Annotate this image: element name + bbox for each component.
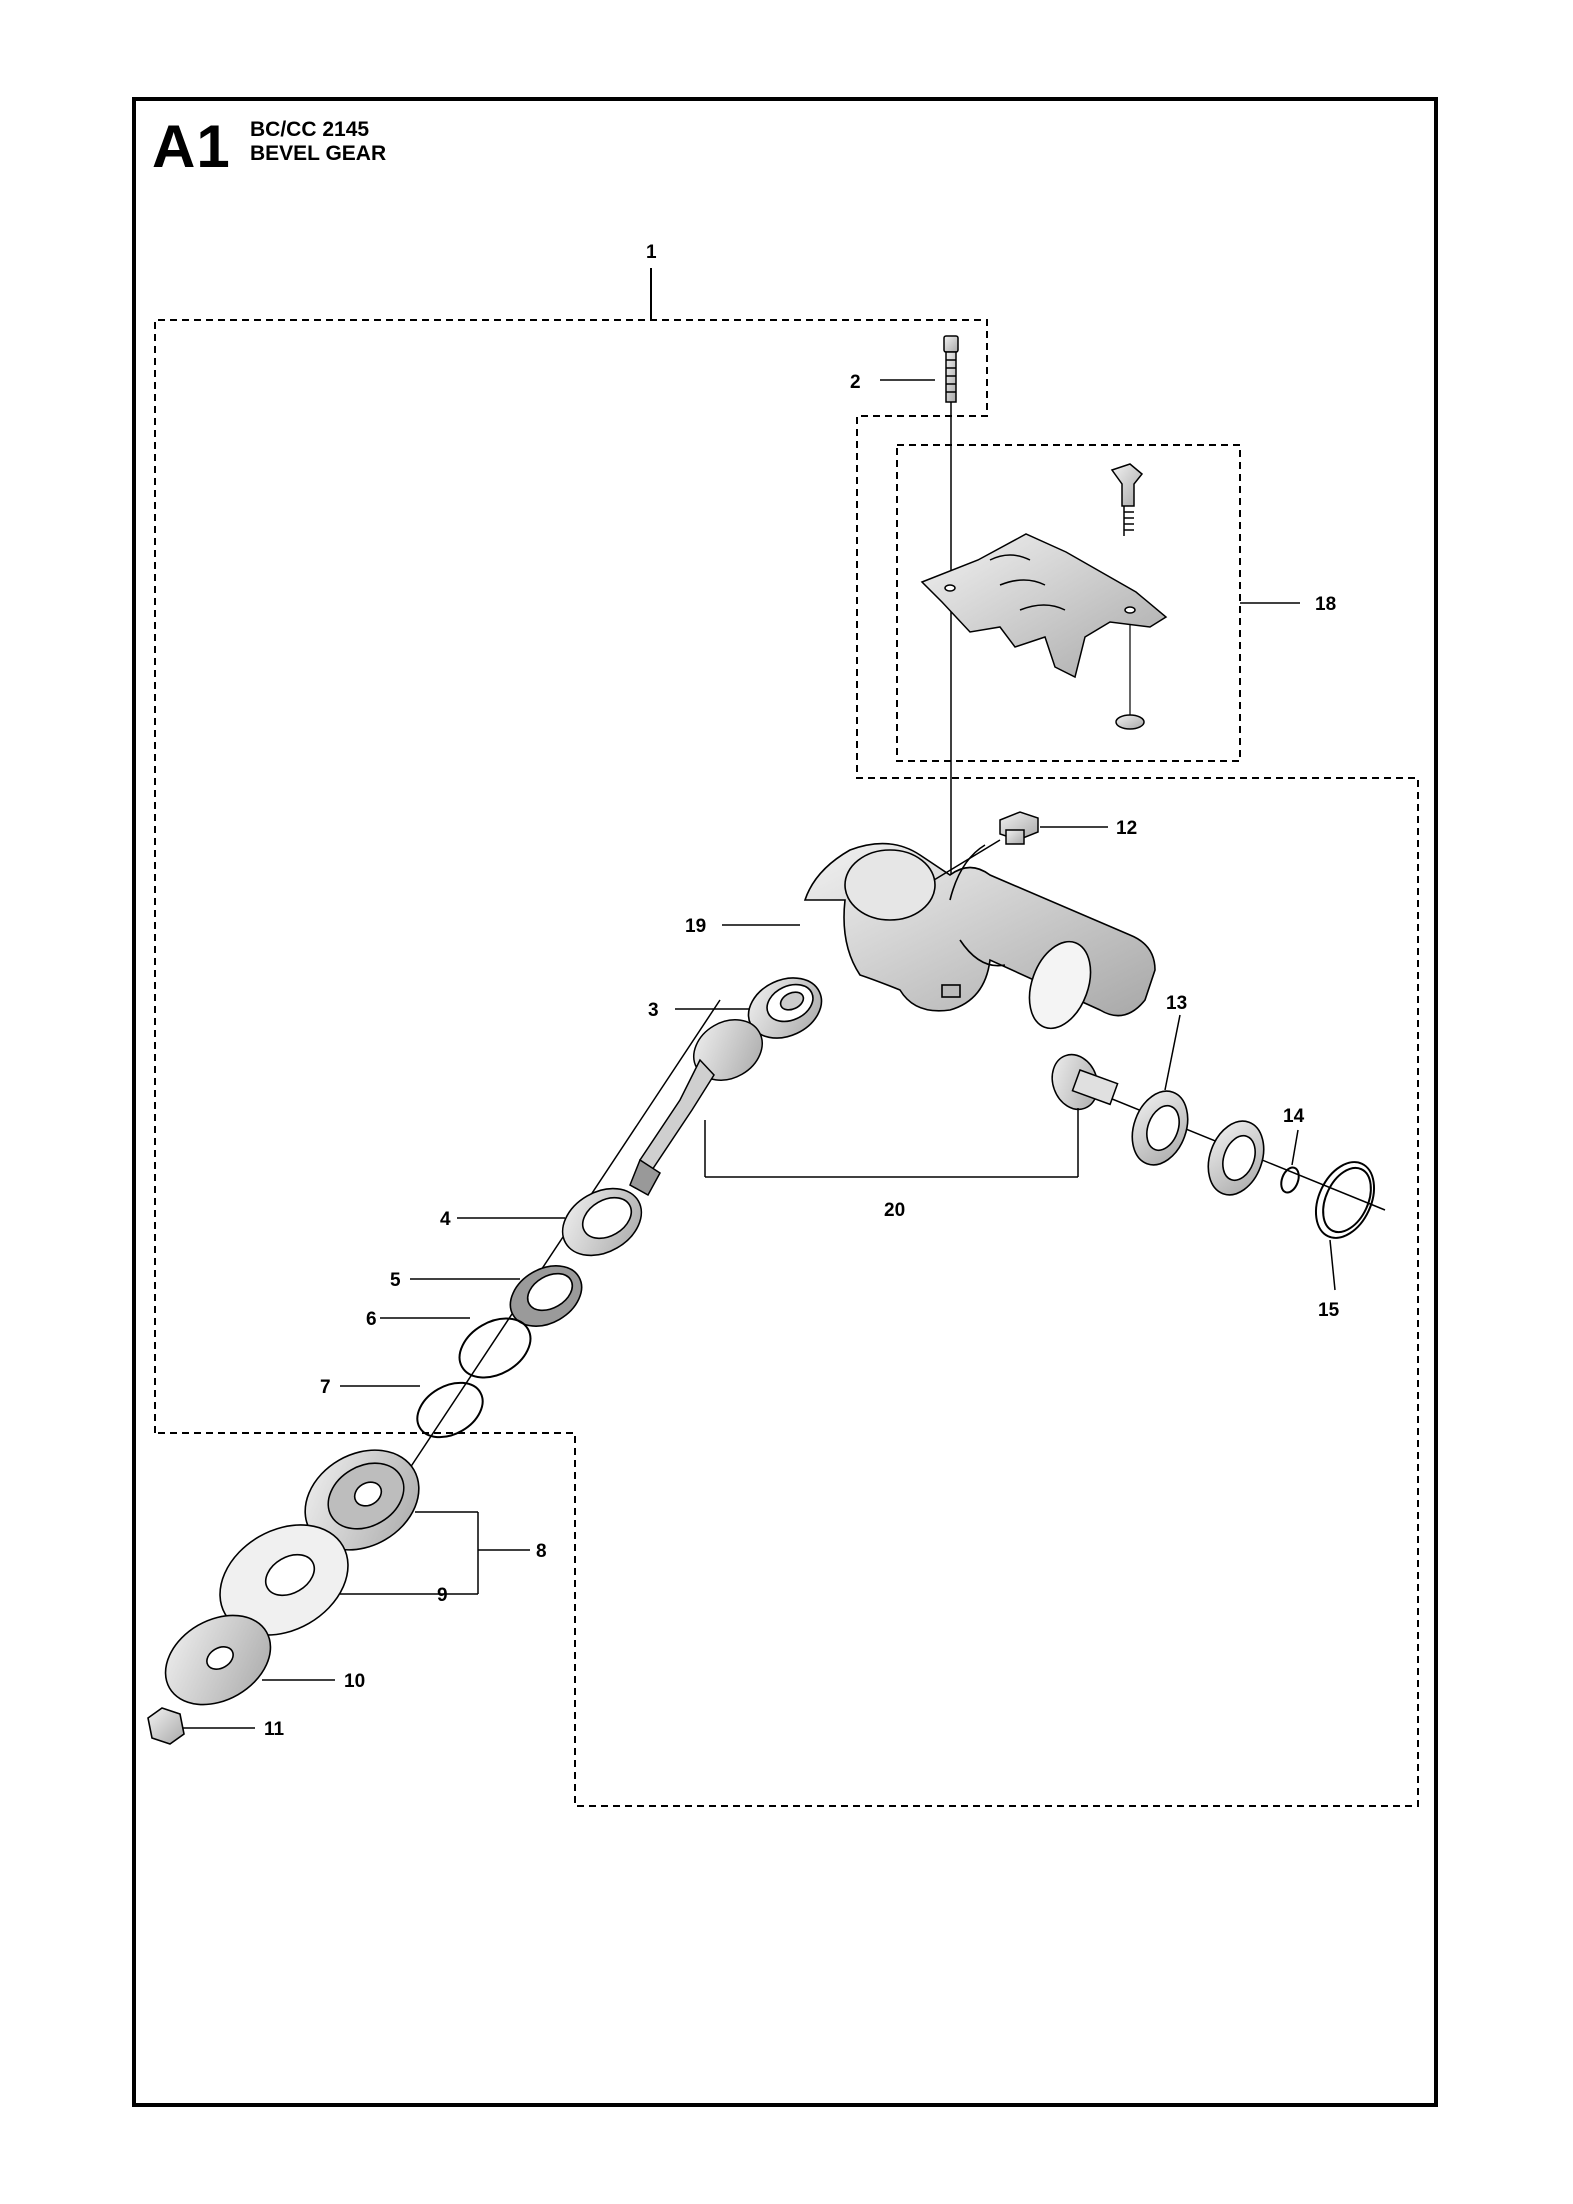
- callout-11: 11: [264, 1719, 285, 1740]
- ring-part-14: [1280, 1166, 1300, 1194]
- gear-part-20: [629, 1019, 1119, 1197]
- callout-4: 4: [440, 1209, 451, 1230]
- washer-part-6: [458, 1317, 532, 1379]
- callout-1: 1: [646, 242, 657, 263]
- bolt-part-2: [943, 335, 959, 403]
- plug-part-12: [999, 811, 1039, 845]
- leader-lines: [183, 379, 1336, 1729]
- callout-6: 6: [366, 1309, 377, 1330]
- diagram-title: BEVEL GEAR: [250, 142, 387, 165]
- callout-8: 8: [536, 1541, 547, 1562]
- flange-part-10: [164, 1614, 272, 1706]
- callout-9: 9: [437, 1585, 448, 1606]
- callout-2: 2: [850, 372, 861, 393]
- guard-part-18: [920, 463, 1168, 730]
- model-label: BC/CC 2145: [250, 118, 370, 141]
- callout-5: 5: [390, 1270, 401, 1291]
- washer-part-9: [219, 1524, 349, 1636]
- nut-part-11: [147, 1707, 185, 1745]
- callout-13: 13: [1166, 993, 1187, 1014]
- housing-part-19: [803, 842, 1156, 1030]
- bearing-part-4: [561, 1187, 643, 1257]
- bearing-part-13b: [1207, 1120, 1265, 1196]
- bearing-part-3: [747, 977, 823, 1039]
- callout-19: 19: [685, 916, 706, 937]
- bearing-part-13: [1131, 1090, 1189, 1166]
- callout-14: 14: [1283, 1106, 1305, 1127]
- circlip-part-7: [416, 1381, 484, 1439]
- flange-part-8: [304, 1449, 420, 1551]
- assembly-18-boundary: [896, 444, 1241, 762]
- section-code: A1: [152, 113, 231, 180]
- circlip-part-15: [1314, 1161, 1376, 1239]
- callout-18: 18: [1315, 594, 1336, 615]
- assembly-1-boundary: [154, 319, 1419, 1807]
- seal-part-5: [509, 1265, 583, 1327]
- page-frame: [132, 97, 1438, 2107]
- callout-12: 12: [1116, 818, 1137, 839]
- callout-20: 20: [884, 1200, 905, 1221]
- callout-15: 15: [1318, 1300, 1340, 1321]
- callout-7: 7: [320, 1377, 331, 1398]
- callout-10: 10: [344, 1671, 365, 1692]
- callout-3: 3: [648, 1000, 659, 1021]
